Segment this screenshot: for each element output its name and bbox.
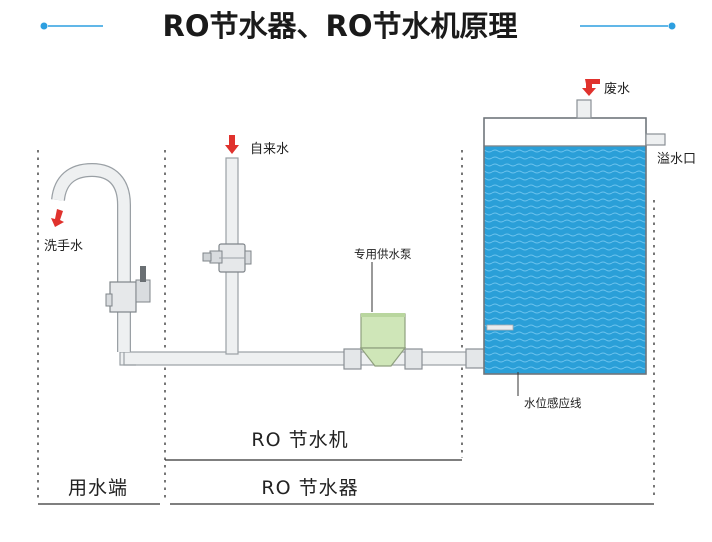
tank-air-space — [483, 117, 647, 147]
title-bar: RO节水器、RO节水机原理 — [40, 9, 676, 43]
faucet-spout — [51, 162, 131, 352]
waste-water-label: 废水 — [604, 81, 630, 97]
tank-outline — [483, 117, 647, 375]
section-dividers — [37, 150, 655, 500]
faucet-handle — [135, 279, 151, 303]
faucet — [51, 162, 151, 366]
tap-water-arrow-icon — [225, 135, 239, 154]
storage-tank — [483, 99, 666, 375]
inlet-valve — [202, 243, 252, 273]
level-sensor — [486, 324, 514, 331]
title-right-dot — [668, 22, 676, 30]
page-title: RO节水器、RO节水机原理 — [163, 9, 518, 43]
pump-label: 专用供水泵 — [354, 247, 412, 261]
overflow-label: 溢水口 — [657, 152, 696, 167]
tank-inlet-fitting — [465, 348, 487, 369]
water-pump — [343, 313, 423, 370]
tap-water-label: 自来水 — [250, 142, 289, 157]
main-pipe — [119, 351, 485, 366]
section-saver-label: RO 节水器 — [261, 477, 358, 499]
faucet-valve-body — [109, 281, 137, 313]
waste-outlet-pipe — [576, 99, 592, 119]
section-machine-label: RO 节水机 — [251, 429, 348, 451]
hand-wash-label: 洗手水 — [44, 239, 83, 254]
pump-body — [360, 313, 406, 349]
section-use-end-label: 用水端 — [68, 477, 128, 499]
overflow-pipe — [645, 133, 666, 146]
waste-water-arrow-icon — [582, 79, 600, 96]
title-left-dot — [40, 22, 48, 30]
hand-wash-arrow-icon — [51, 209, 64, 227]
level-sensor-label: 水位感应线 — [524, 396, 582, 410]
tank-water — [483, 145, 647, 375]
